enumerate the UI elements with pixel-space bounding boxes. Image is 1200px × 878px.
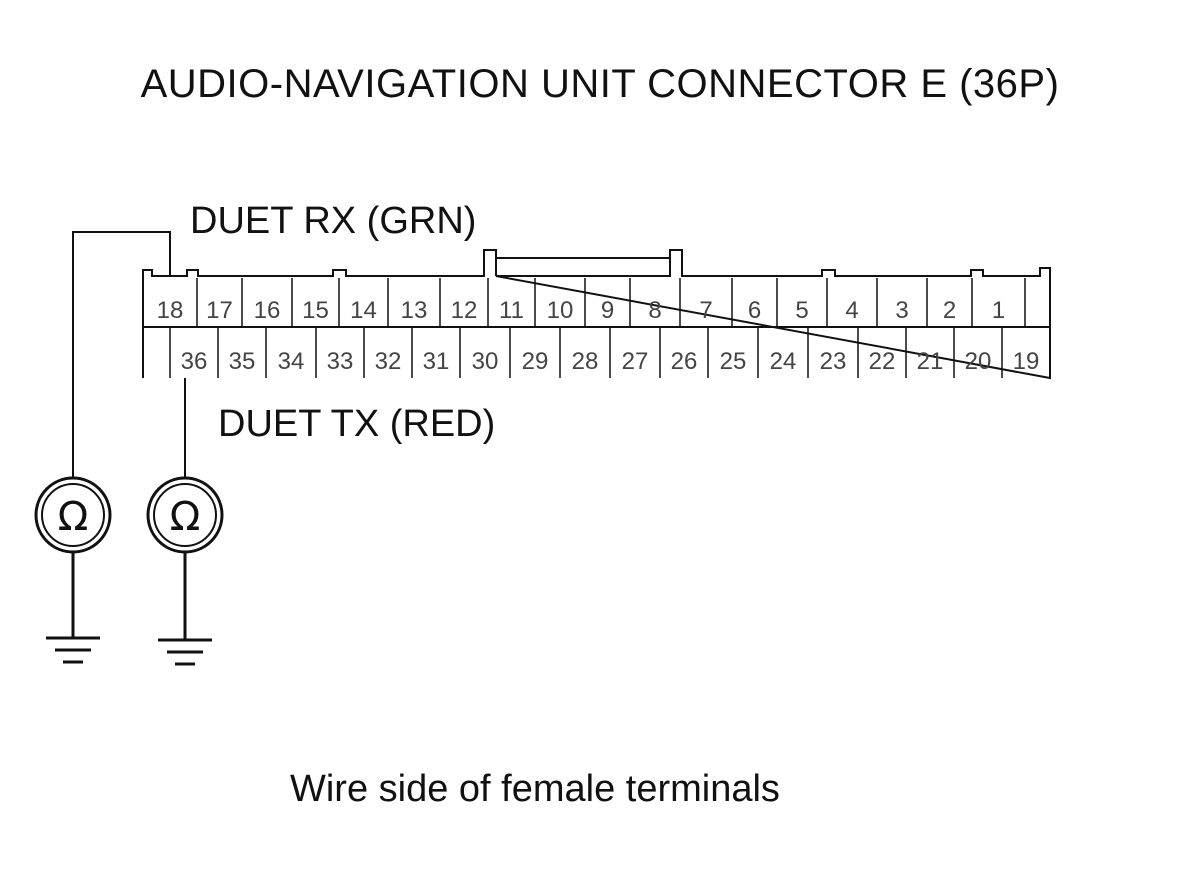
terminal-label: 23 bbox=[820, 348, 847, 375]
ohm-symbol: Ω bbox=[170, 494, 201, 540]
terminal-label: 32 bbox=[375, 348, 402, 375]
terminal-label: 19 bbox=[1013, 348, 1040, 375]
terminal-label: 24 bbox=[770, 348, 797, 375]
terminal-label: 8 bbox=[648, 297, 661, 324]
rx-probe-wire bbox=[72, 231, 171, 478]
terminal-label: 20 bbox=[965, 348, 992, 375]
wire-side-caption: Wire side of female terminals bbox=[290, 768, 780, 810]
terminal-label: 6 bbox=[748, 297, 761, 324]
connector-bottom-row: 36 35 34 33 32 31 30 29 28 27 26 25 24 23 22 21 20 19 bbox=[169, 327, 1040, 378]
diagram-title: AUDIO-NAVIGATION UNIT CONNECTOR E (36P) bbox=[140, 62, 1060, 106]
terminal-label: 10 bbox=[547, 297, 574, 324]
terminal-label: 30 bbox=[472, 348, 499, 375]
terminal-label: 27 bbox=[622, 348, 649, 375]
terminal-label: 18 bbox=[157, 297, 184, 324]
terminal-label: 7 bbox=[699, 297, 712, 324]
terminal-label: 12 bbox=[451, 297, 478, 324]
ground-1-icon bbox=[46, 552, 100, 664]
terminal-label: 1 bbox=[992, 297, 1005, 324]
terminal-label: 11 bbox=[499, 297, 524, 324]
terminal-label: 33 bbox=[327, 348, 354, 375]
terminal-label: 31 bbox=[423, 348, 450, 375]
terminal-label: 15 bbox=[302, 297, 329, 324]
ohm-symbol: Ω bbox=[58, 494, 89, 540]
terminal-label: 35 bbox=[229, 348, 256, 375]
terminal-label: 9 bbox=[601, 297, 614, 324]
terminal-label: 16 bbox=[254, 297, 281, 324]
terminal-label: 25 bbox=[720, 348, 747, 375]
terminal-label: 21 bbox=[917, 348, 944, 375]
ground-2-icon bbox=[158, 552, 212, 666]
duet-rx-label: DUET RX (GRN) bbox=[190, 200, 477, 242]
terminal-label: 3 bbox=[895, 297, 908, 324]
connector-body bbox=[142, 249, 1051, 380]
terminal-label: 17 bbox=[206, 297, 233, 324]
ohmmeter-1-icon: Ω bbox=[34, 476, 112, 554]
terminal-label: 34 bbox=[278, 348, 305, 375]
terminal-label: 28 bbox=[572, 348, 599, 375]
terminal-label: 2 bbox=[943, 297, 956, 324]
terminal-label: 4 bbox=[845, 297, 858, 324]
terminal-label: 22 bbox=[869, 348, 896, 375]
ohmmeter-2-icon: Ω bbox=[146, 476, 224, 554]
terminal-label: 13 bbox=[401, 297, 428, 324]
connector-top-row: 18 17 16 15 14 13 12 11 10 9 8 7 6 5 4 3 2 1 bbox=[157, 278, 1026, 327]
terminal-label: 26 bbox=[671, 348, 698, 375]
terminal-label: 29 bbox=[522, 348, 549, 375]
terminal-label: 14 bbox=[350, 297, 377, 324]
duet-tx-label: DUET TX (RED) bbox=[218, 403, 496, 445]
terminal-label: 36 bbox=[181, 348, 208, 375]
terminal-label: 5 bbox=[795, 297, 808, 324]
